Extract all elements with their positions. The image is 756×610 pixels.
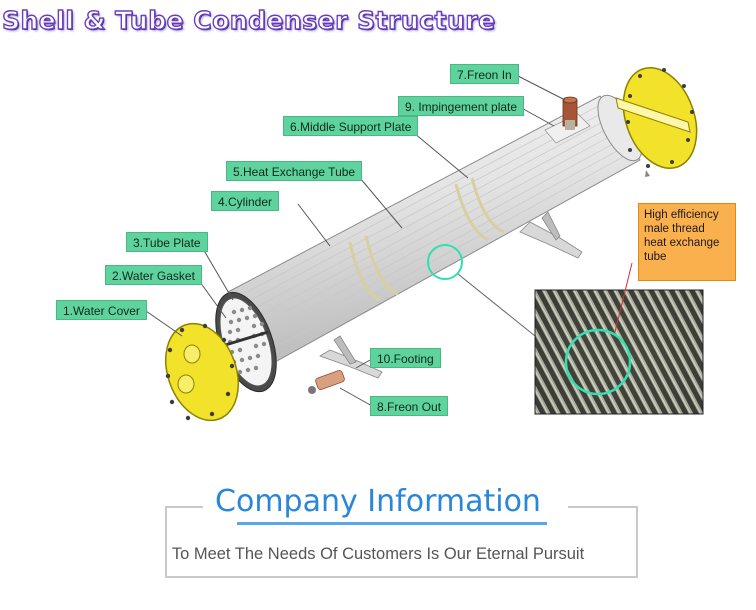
company-title-underline bbox=[237, 522, 547, 525]
middle-support-plate bbox=[348, 177, 505, 302]
callout-line-note bbox=[614, 262, 633, 333]
label-freon-out: 8.Freon Out bbox=[370, 396, 449, 416]
cylinder bbox=[227, 94, 643, 367]
company-title-text: Company Information bbox=[203, 484, 553, 519]
tube-note: High efficiency male thread heat exchang… bbox=[638, 203, 736, 281]
label-tube-plate: 3.Tube Plate bbox=[126, 232, 208, 252]
label-water-gasket: 2.Water Gasket bbox=[105, 265, 202, 285]
label-water-cover: 1.Water Cover bbox=[56, 300, 147, 320]
freon-in-pipe bbox=[562, 96, 578, 130]
condenser-diagram bbox=[145, 67, 704, 422]
label-middle-support-plate: 6.Middle Support Plate bbox=[283, 116, 419, 136]
label-heat-exchange-tube: 5.Heat Exchange Tube bbox=[226, 161, 363, 181]
label-freon-in: 7.Freon In bbox=[450, 64, 519, 84]
water-cover-left bbox=[165, 322, 239, 422]
company-title: Company Information bbox=[0, 484, 756, 519]
highlight-circle-shell bbox=[427, 244, 463, 280]
company-slogan: To Meet The Needs Of Customers Is Our Et… bbox=[171, 545, 585, 563]
freon-out-pipe bbox=[308, 370, 345, 394]
label-cylinder: 4.Cylinder bbox=[211, 191, 280, 211]
page-title: Shell & Tube Condenser Structure bbox=[1, 5, 496, 35]
label-impingement-plate: 9. Impingement plate bbox=[398, 96, 525, 116]
label-footing: 10.Footing bbox=[370, 348, 441, 368]
tube-closeup-photo bbox=[534, 289, 704, 415]
company-box bbox=[165, 506, 638, 578]
callout-line-tube bbox=[457, 273, 541, 341]
water-cover-right bbox=[615, 67, 698, 177]
footing bbox=[319, 211, 583, 379]
